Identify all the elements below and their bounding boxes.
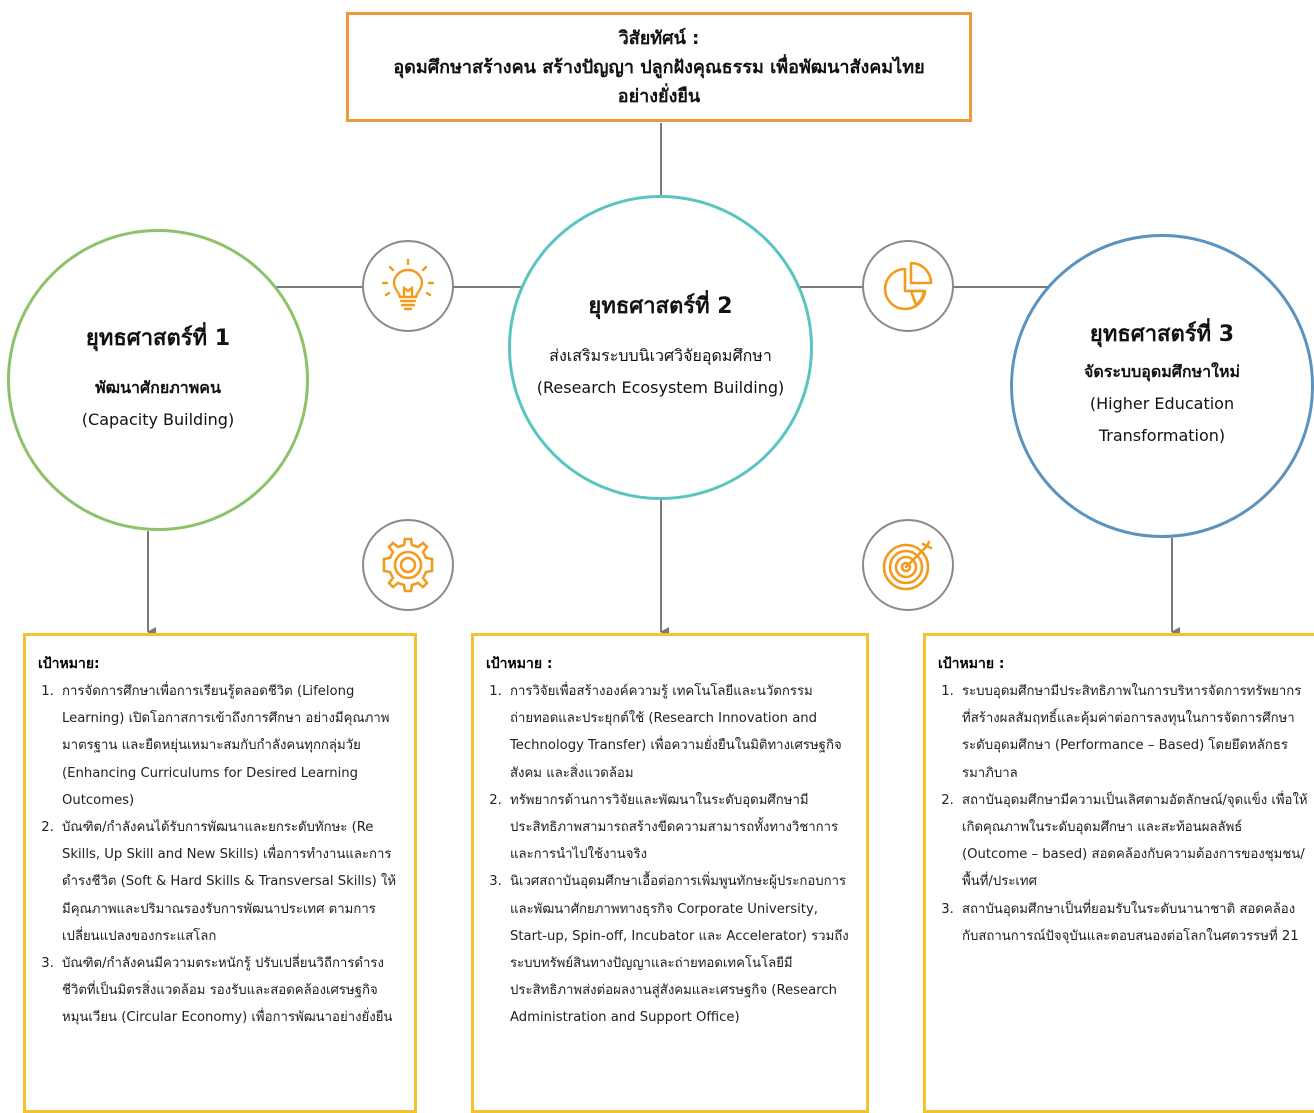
vision-title: วิสัยทัศน์ : [618, 27, 700, 49]
vision-box: วิสัยทัศน์ : อุดมศึกษาสร้างคน สร้างปัญญา… [346, 12, 972, 122]
goal-2-item-2: ทรัพยากรด้านการวิจัยและพัฒนาในระดับอุดมศ… [506, 787, 854, 869]
strategy-2-name-en: (Research Ecosystem Building) [536, 377, 785, 397]
strategy-3-name-th: จัดระบบอุดมศึกษาใหม่ [1083, 362, 1241, 381]
strategy-3-name-en-2: Transformation) [1098, 426, 1226, 445]
goal-2-list: การวิจัยเพื่อสร้างองค์ความรู้ เทคโนโลยีแ… [486, 678, 854, 1032]
strategy-1-name-en: (Capacity Building) [81, 410, 235, 429]
strategy-3-title: ยุทธศาสตร์ที่ 3 [1089, 322, 1235, 347]
strategy-3-name-en-1: (Higher Education [1089, 394, 1235, 413]
strategy-1-circle: ยุทธศาสตร์ที่ 1 พัฒนาศักยภาพคน (Capacity… [7, 229, 309, 531]
goal-box-3: เป้าหมาย : ระบบอุดมศึกษามีประสิทธิภาพในก… [923, 633, 1314, 1113]
lightbulb-icon [362, 240, 454, 332]
pie-chart-icon [862, 240, 954, 332]
vision-line-2: อย่างยั่งยืน [617, 85, 701, 107]
goal-1-item-2: บัณฑิต/กำลังคนได้รับการพัฒนาและยกระดับทั… [58, 814, 402, 950]
goal-3-heading: เป้าหมาย : [938, 656, 1005, 672]
goal-3-item-2: สถาบันอุดมศึกษามีความเป็นเลิศตามอัตลักษณ… [958, 787, 1308, 896]
goal-3-item-1: ระบบอุดมศึกษามีประสิทธิภาพในการบริหารจัด… [958, 678, 1308, 787]
goal-2-heading: เป้าหมาย : [486, 656, 553, 672]
strategy-2-name-th: ส่งเสริมระบบนิเวศวิจัยอุดมศึกษา [549, 345, 772, 365]
goal-1-item-1: การจัดการศึกษาเพื่อการเรียนรู้ตลอดชีวิต … [58, 678, 402, 814]
goal-3-list: ระบบอุดมศึกษามีประสิทธิภาพในการบริหารจัด… [938, 678, 1308, 950]
strategy-3-circle: ยุทธศาสตร์ที่ 3 จัดระบบอุดมศึกษาใหม่ (Hi… [1010, 234, 1314, 538]
gear-icon [362, 519, 454, 611]
goal-1-heading: เป้าหมาย: [38, 656, 100, 672]
goal-1-list: การจัดการศึกษาเพื่อการเรียนรู้ตลอดชีวิต … [38, 678, 402, 1032]
vision-line-1: อุดมศึกษาสร้างคน สร้างปัญญา ปลูกฝังคุณธร… [393, 56, 925, 78]
strategy-1-title: ยุทธศาสตร์ที่ 1 [85, 326, 231, 351]
goal-3-item-3: สถาบันอุดมศึกษาเป็นที่ยอมรับในระดับนานาช… [958, 896, 1308, 950]
goal-2-item-3: นิเวศสถาบันอุดมศึกษาเอื้อต่อการเพิ่มพูนท… [506, 868, 854, 1031]
goal-2-item-1: การวิจัยเพื่อสร้างองค์ความรู้ เทคโนโลยีแ… [506, 678, 854, 787]
goal-box-2: เป้าหมาย : การวิจัยเพื่อสร้างองค์ความรู้… [471, 633, 869, 1113]
target-icon [862, 519, 954, 611]
strategy-2-circle: ยุทธศาสตร์ที่ 2 ส่งเสริมระบบนิเวศวิจัยอุ… [508, 195, 813, 500]
strategy-2-title: ยุทธศาสตร์ที่ 2 [588, 293, 733, 319]
goal-1-item-3: บัณฑิต/กำลังคนมีความตระหนักรู้ ปรับเปลี่… [58, 950, 402, 1032]
goal-box-1: เป้าหมาย: การจัดการศึกษาเพื่อการเรียนรู้… [23, 633, 417, 1113]
strategy-1-name-th: พัฒนาศักยภาพคน [95, 378, 221, 397]
